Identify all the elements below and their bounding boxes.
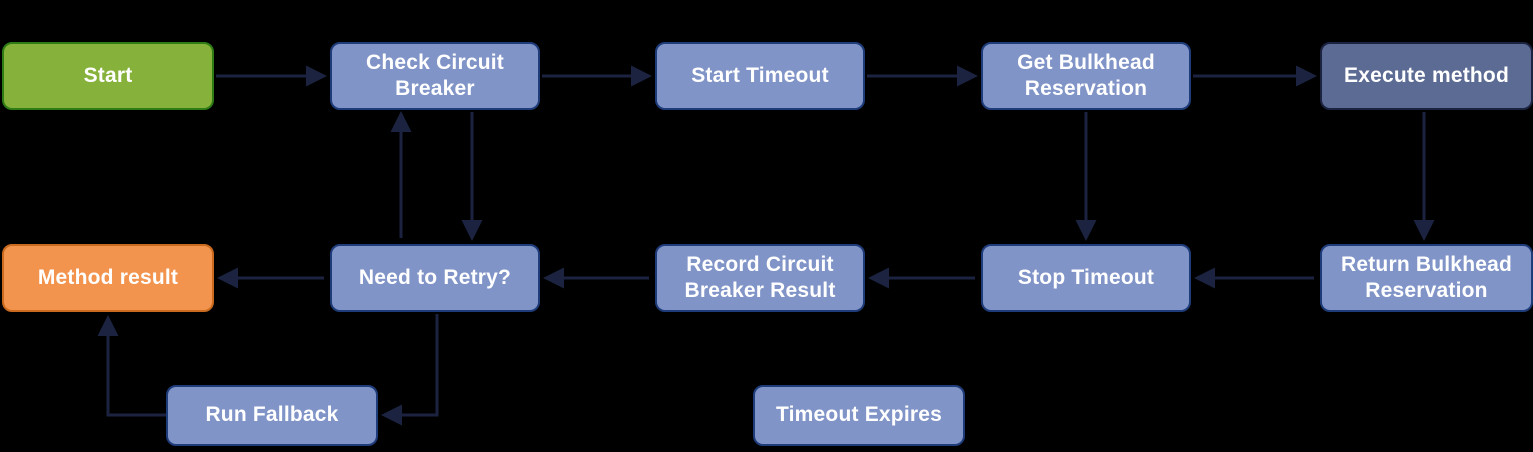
node-check-cb[interactable]: Check Circuit Breaker xyxy=(330,42,540,110)
node-exec[interactable]: Execute method xyxy=(1320,42,1533,110)
node-label-start-to: Start Timeout xyxy=(691,63,829,87)
node-label-record-cb: Record Circuit Breaker Result xyxy=(684,252,836,302)
node-label-method-res: Method result xyxy=(37,265,179,289)
node-run-fallback[interactable]: Run Fallback xyxy=(166,385,378,446)
node-label-run-fallback: Run Fallback xyxy=(205,403,339,427)
node-label-stop-to: Stop Timeout xyxy=(1017,265,1155,289)
node-record-cb[interactable]: Record Circuit Breaker Result xyxy=(655,244,865,312)
node-label-timeout-exp: Timeout Expires xyxy=(776,403,942,427)
node-timeout-exp[interactable]: Timeout Expires xyxy=(753,385,965,446)
node-label-start: Start xyxy=(83,63,133,87)
node-label-exec: Execute method xyxy=(1343,63,1509,87)
node-return-bh[interactable]: Return Bulkhead Reservation xyxy=(1320,244,1533,312)
node-label-return-bh: Return Bulkhead Reservation xyxy=(1340,252,1513,302)
node-label-get-bh: Get Bulkhead Reservation xyxy=(1017,50,1155,100)
node-get-bh[interactable]: Get Bulkhead Reservation xyxy=(981,42,1191,110)
edge-needretry-to-fallback xyxy=(381,314,439,426)
edge-fallback-to-method xyxy=(97,315,166,417)
node-start[interactable]: Start xyxy=(2,42,214,110)
node-method-res[interactable]: Method result xyxy=(2,244,214,312)
node-stop-to[interactable]: Stop Timeout xyxy=(981,244,1191,312)
node-label-need-retry: Need to Retry? xyxy=(358,265,512,289)
node-start-to[interactable]: Start Timeout xyxy=(655,42,865,110)
node-need-retry[interactable]: Need to Retry? xyxy=(330,244,540,312)
node-label-check-cb: Check Circuit Breaker xyxy=(366,50,504,100)
